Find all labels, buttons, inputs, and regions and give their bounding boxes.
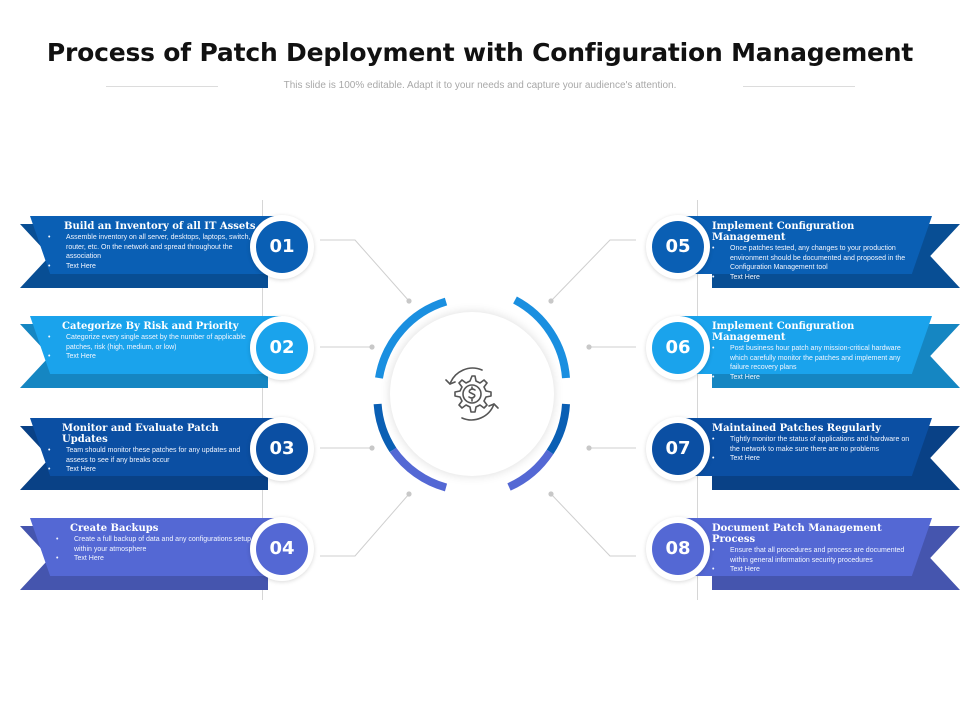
step-title: Create Backups <box>70 523 159 534</box>
subtitle-row: This slide is 100% editable. Adapt it to… <box>0 80 960 94</box>
step-bullet: Create a full backup of data and any con… <box>56 535 263 554</box>
slide-title: Process of Patch Deployment with Configu… <box>46 38 914 67</box>
card-text: Create Backups Create a full backup of d… <box>48 523 263 564</box>
step-badge-02: 02 <box>250 316 314 380</box>
card-text: Build an Inventory of all IT Assets Asse… <box>48 221 263 271</box>
ring-arc-bottom-left <box>389 447 448 492</box>
step-bullet: Assemble inventory on all server, deskto… <box>48 233 263 262</box>
ring-arc-upper-right <box>513 296 570 379</box>
ring-arc-bottom-right <box>507 449 554 491</box>
step-number: 04 <box>256 523 308 575</box>
step-card-08: Document Patch Management Process Ensure… <box>680 518 960 590</box>
step-title: Implement Configuration Management <box>712 221 855 243</box>
connector-dot-06 <box>586 344 592 350</box>
step-number: 05 <box>652 221 704 273</box>
step-title: Build an Inventory of all IT Assets <box>64 221 256 232</box>
connector-dot-07 <box>586 445 592 451</box>
ring-arc-lower-left <box>373 403 397 453</box>
step-title: Implement Configuration Management <box>712 321 855 343</box>
connector-dot-01 <box>406 298 412 304</box>
card-text: Implement Configuration Management Post … <box>712 321 912 382</box>
step-card-05: Implement Configuration Management Once … <box>680 216 960 288</box>
step-title: Document Patch Management Process <box>712 523 882 545</box>
card-text: Maintained Patches Regularly Tightly mon… <box>712 423 912 464</box>
center-hub <box>390 312 554 476</box>
center-ring <box>373 296 570 492</box>
step-bullet: Ensure that all procedures and process a… <box>712 546 912 565</box>
step-bullet: Once patches tested, any changes to your… <box>712 244 912 273</box>
step-bullets: Team should monitor these patches for an… <box>48 446 263 475</box>
step-bullet: Text Here <box>712 565 912 575</box>
step-card-02: Categorize By Risk and Priority Categori… <box>20 316 282 388</box>
step-number: 01 <box>256 221 308 273</box>
card-text: Implement Configuration Management Once … <box>712 221 912 282</box>
step-bullets: Tightly monitor the status of applicatio… <box>712 435 912 464</box>
step-bullets: Ensure that all procedures and process a… <box>712 546 912 575</box>
connector-01 <box>320 239 410 302</box>
step-bullet: Text Here <box>48 465 263 475</box>
card-text: Document Patch Management Process Ensure… <box>712 523 912 575</box>
card-text: Monitor and Evaluate Patch Updates Team … <box>48 423 263 475</box>
connector-dot-03 <box>369 445 375 451</box>
connector-08 <box>550 493 636 557</box>
step-card-03: Monitor and Evaluate Patch Updates Team … <box>20 418 282 490</box>
step-title: Monitor and Evaluate Patch Updates <box>62 423 219 445</box>
step-bullet: Team should monitor these patches for an… <box>48 446 263 465</box>
ring-arc-upper-left <box>375 297 448 379</box>
connector-05 <box>550 239 636 302</box>
step-card-07: Maintained Patches Regularly Tightly mon… <box>680 418 960 490</box>
step-card-04: Create Backups Create a full backup of d… <box>20 518 282 590</box>
connector-dot-02 <box>369 344 375 350</box>
step-number: 03 <box>256 423 308 475</box>
ring-arc-lower-right <box>546 403 570 455</box>
step-bullet: Text Here <box>56 554 263 564</box>
step-bullet: Text Here <box>712 273 912 283</box>
connector-dot-04 <box>406 491 412 497</box>
step-title: Maintained Patches Regularly <box>712 423 881 434</box>
step-badge-04: 04 <box>250 517 314 581</box>
slide-subtitle: This slide is 100% editable. Adapt it to… <box>283 80 677 91</box>
step-badge-06: 06 <box>646 316 710 380</box>
step-bullets: Create a full backup of data and any con… <box>48 535 263 564</box>
connector-dot-08 <box>548 491 554 497</box>
step-card-01: Build an Inventory of all IT Assets Asse… <box>20 216 282 288</box>
step-badge-05: 05 <box>646 215 710 279</box>
step-bullet: Text Here <box>712 454 912 464</box>
step-bullet: Post business hour patch any mission-cri… <box>712 344 912 373</box>
connector-04 <box>320 493 410 557</box>
step-bullet: Text Here <box>48 352 263 362</box>
step-bullet: Categorize every single asset by the num… <box>48 333 263 352</box>
step-badge-08: 08 <box>646 517 710 581</box>
subtitle-divider-right <box>743 86 855 87</box>
step-badge-01: 01 <box>250 215 314 279</box>
step-number: 08 <box>652 523 704 575</box>
step-number: 07 <box>652 423 704 475</box>
step-title: Categorize By Risk and Priority <box>62 321 239 332</box>
step-bullet: Tightly monitor the status of applicatio… <box>712 435 912 454</box>
connector-dot-05 <box>548 298 554 304</box>
card-text: Categorize By Risk and Priority Categori… <box>48 321 263 362</box>
step-bullet: Text Here <box>48 262 263 272</box>
step-badge-03: 03 <box>250 417 314 481</box>
step-bullet: Text Here <box>712 373 912 383</box>
step-number: 02 <box>256 322 308 374</box>
step-number: 06 <box>652 322 704 374</box>
gear-dollar-cycle-icon <box>445 367 499 421</box>
subtitle-divider-left <box>106 86 218 87</box>
step-card-06: Implement Configuration Management Post … <box>680 316 960 388</box>
step-bullets: Assemble inventory on all server, deskto… <box>48 233 263 271</box>
step-badge-07: 07 <box>646 417 710 481</box>
step-bullets: Post business hour patch any mission-cri… <box>712 344 912 382</box>
step-bullets: Categorize every single asset by the num… <box>48 333 263 362</box>
step-bullets: Once patches tested, any changes to your… <box>712 244 912 282</box>
